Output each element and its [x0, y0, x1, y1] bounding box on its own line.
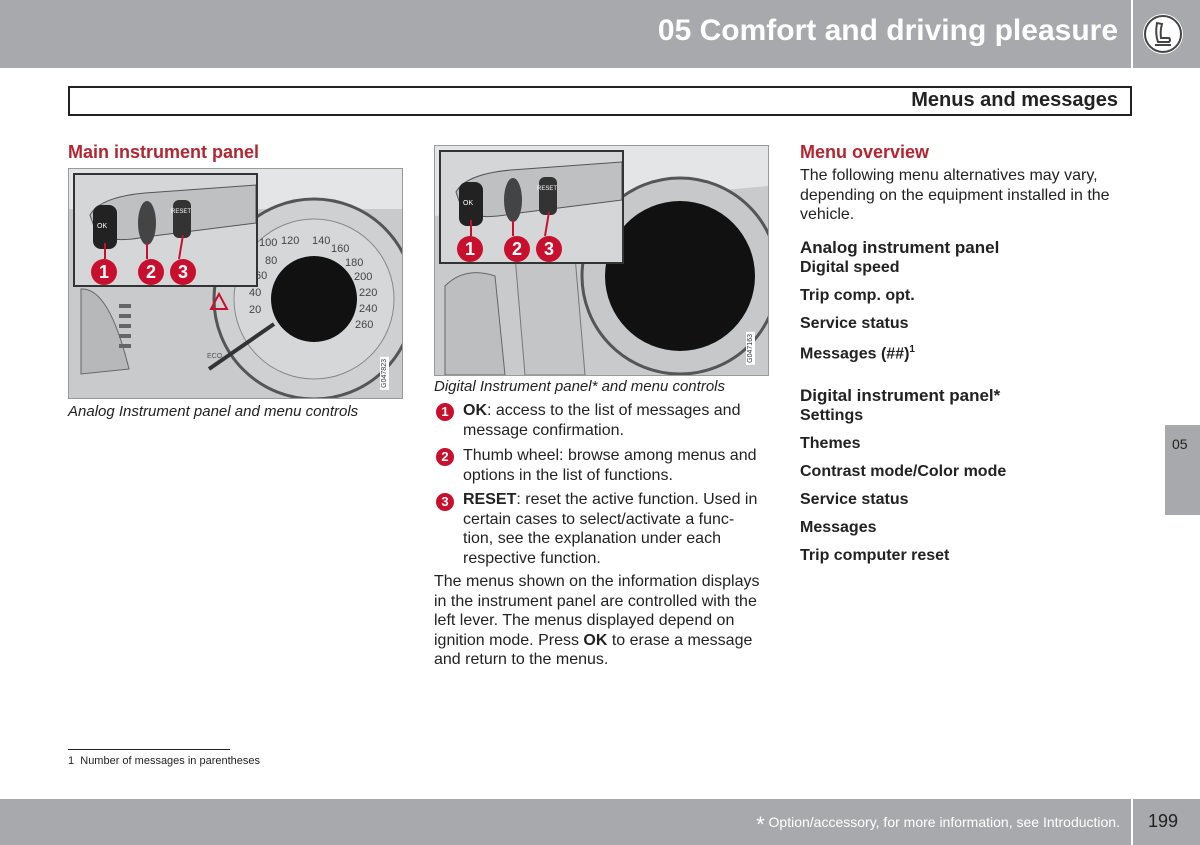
menu-item: Service status [800, 315, 909, 332]
main-instrument-heading: Main instrument panel [68, 142, 260, 162]
footer-note: * Option/accessory, for more information… [756, 812, 1120, 838]
callout-badge-3: 3 [170, 259, 196, 285]
section-bar: Menus and messages [68, 86, 1132, 116]
header-band [0, 0, 1131, 68]
speed-tick: 200 [354, 271, 373, 283]
digital-caption: Digital Instrument panel* and menu contr… [434, 378, 725, 395]
list-number-2: 2 [436, 448, 454, 466]
chapter-title: 05 Comfort and driving pleasure [657, 14, 1118, 47]
menu-item: Settings [800, 407, 864, 424]
list-number-3: 3 [436, 493, 454, 511]
chapter-side-tab-label: 05 [1172, 436, 1188, 452]
list-item-bold: RESET [463, 491, 517, 508]
footer-text: Option/accessory, for more information, … [768, 814, 1120, 830]
stalk-inset: OK RESET 1 2 3 [439, 150, 624, 264]
analog-panel-figure: 100 120 140 160 180 200 220 240 260 80 6… [68, 168, 403, 399]
ok-key-label: OK [97, 223, 108, 230]
list-item-2: Thumb wheel: browse among menus and opti… [463, 446, 763, 485]
list-item-3: RESET: reset the active function. Used i… [463, 490, 763, 568]
reset-key-label: RESET [171, 209, 192, 215]
speed-tick: 40 [249, 287, 262, 299]
section-title: Menus and messages [911, 89, 1118, 111]
chapter-side-tab [1165, 425, 1200, 515]
list-item-1: OK: access to the list of messages and m… [463, 401, 763, 440]
speed-tick: 80 [265, 255, 278, 267]
list-number-1: 1 [436, 403, 454, 421]
menu-item: Themes [800, 435, 861, 452]
instructions-paragraph: The menus shown on the information displ… [434, 572, 769, 670]
figure-id: G047163 [746, 332, 755, 365]
para-bold: OK [583, 631, 608, 649]
list-item-text: : reset the active function. Used in cer… [463, 491, 758, 567]
callout-badge-2: 2 [504, 236, 530, 262]
speed-tick: 260 [355, 319, 374, 331]
callout-badge-1: 1 [457, 236, 483, 262]
footnote-rule [68, 749, 230, 750]
footnote-ref: 1 [909, 344, 915, 355]
speed-tick: 220 [359, 287, 378, 299]
list-item-bold: OK [463, 402, 487, 419]
footer-star: * [756, 812, 765, 837]
speed-tick: 60 [255, 270, 268, 282]
menu-overview-heading: Menu overview [800, 142, 930, 162]
callout-badge-2: 2 [138, 259, 164, 285]
digital-panel-figure: G047163 OK RESET 1 2 3 [434, 145, 769, 376]
menu-intro: The following menu alternatives may vary… [800, 167, 1110, 223]
callout-badge-3: 3 [536, 236, 562, 262]
menu-item-messages: Messages (##)1 [800, 344, 915, 363]
speed-tick: 140 [312, 235, 331, 247]
para-text: to erase a message and return to the men… [434, 631, 753, 669]
speed-tick: 100 [259, 237, 278, 249]
speed-tick: 160 [331, 243, 350, 255]
list-item-text: Thumb wheel: browse among menus and opti… [463, 447, 757, 484]
stalk-inset: OK RESET 1 2 3 [73, 173, 258, 287]
seat-icon [1143, 14, 1183, 54]
menu-item-text: Messages (##) [800, 345, 910, 363]
digital-menu-title: Digital instrument panel* [800, 386, 1001, 405]
menu-item: Service status [800, 491, 909, 508]
page-number: 199 [1147, 811, 1179, 831]
menu-item: Messages [800, 519, 877, 536]
reset-key-label: RESET [537, 186, 558, 192]
analog-menu-title: Analog instrument panel [800, 238, 1000, 257]
para-text: The menus shown on the information displ… [434, 573, 760, 649]
speed-tick: 180 [345, 257, 364, 269]
eco-label: ECO [207, 353, 223, 360]
footnote-text: Number of messages in parentheses [80, 755, 261, 767]
ok-key-label: OK [463, 200, 474, 207]
menu-item: Trip comp. opt. [800, 287, 915, 304]
menu-item: Contrast mode/Color mode [800, 463, 1007, 480]
list-item-text: : access to the list of messages and mes… [463, 402, 741, 439]
figure-id: G047823 [380, 357, 389, 390]
speed-tick: 120 [281, 235, 300, 247]
speed-tick: 20 [249, 304, 262, 316]
analog-caption: Analog Instrument panel and menu control… [68, 403, 359, 420]
footnote: 1 Number of messages in parentheses [68, 755, 260, 767]
footnote-number: 1 [68, 755, 75, 767]
footer-band [0, 799, 1131, 845]
speed-tick: 240 [359, 303, 378, 315]
callout-badge-1: 1 [91, 259, 117, 285]
page-number-box [1133, 799, 1200, 845]
menu-item: Digital speed [800, 259, 900, 276]
menu-item: Trip computer reset [800, 547, 950, 564]
